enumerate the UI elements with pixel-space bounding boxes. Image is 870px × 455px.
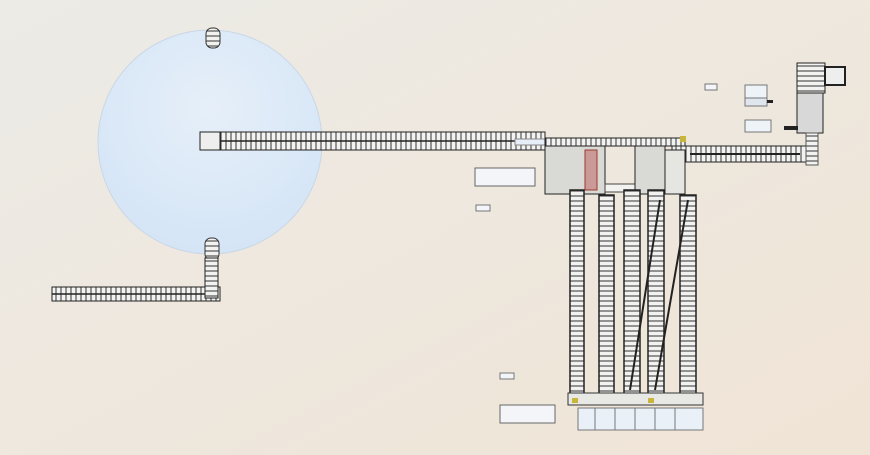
ancillary-units [474, 83, 773, 424]
rack-aisles [569, 189, 697, 396]
lower-left-conveyor [51, 257, 221, 302]
bay-top-icon [205, 27, 221, 49]
rack-aisle [598, 194, 615, 396]
main-conveyor-line [199, 131, 813, 163]
rack-aisle [623, 189, 641, 396]
right-top-station [784, 62, 846, 166]
rack-aisle [679, 194, 697, 396]
loading-bays [567, 392, 704, 431]
rack-aisle [569, 189, 585, 396]
bay-bottom-icon [204, 237, 220, 261]
